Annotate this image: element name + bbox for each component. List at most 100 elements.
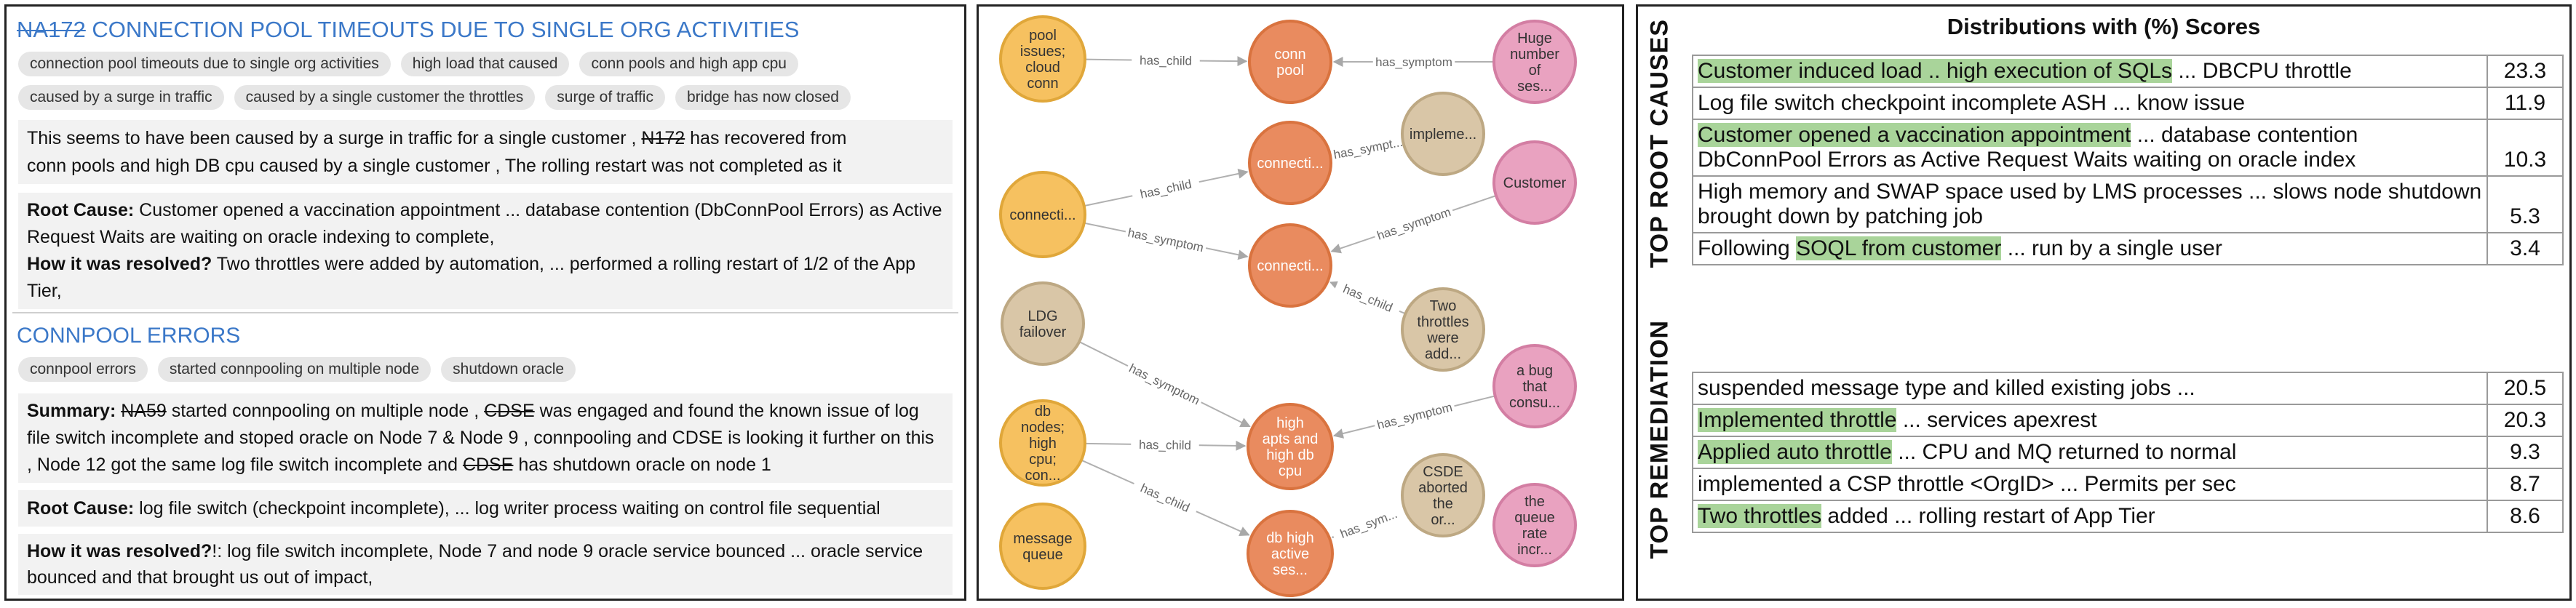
incident-1-tag[interactable]: caused by a surge in traffic (18, 85, 224, 110)
graph-node[interactable]: connecti... (999, 171, 1086, 258)
incident-1-tag[interactable]: connection pool timeouts due to single o… (18, 52, 391, 76)
redacted-id: NA59 (121, 401, 167, 421)
highlighted-phrase: Customer opened a vaccination appointmen… (1698, 123, 2131, 147)
remediation-text: Implemented throttle ... services apexre… (1692, 404, 2488, 437)
incident-1-tag[interactable]: conn pools and high app cpu (579, 52, 798, 76)
edge-label: has_sympt... (1322, 132, 1413, 164)
incident-1-title[interactable]: NA172 CONNECTION POOL TIMEOUTS DUE TO SI… (17, 17, 800, 42)
svg-text:has_sympt...: has_sympt... (1332, 135, 1404, 162)
root-cause-text: Customer opened a vaccination appointmen… (1692, 119, 2488, 177)
remediation-label: TOP REMEDIATION (1645, 319, 1674, 559)
svg-text:has_child: has_child (1139, 438, 1191, 452)
redacted-name: CDSE (462, 455, 514, 475)
incident-2-resolution: How it was resolved?!: log file switch i… (18, 534, 953, 595)
root-causes-label: TOP ROOT CAUSES (1645, 19, 1674, 268)
root-cause-row: Log file switch checkpoint incomplete AS… (1692, 87, 2564, 120)
svg-text:has_symptom: has_symptom (1375, 400, 1453, 432)
highlighted-phrase: Customer induced load .. high execution … (1698, 59, 2173, 83)
remediation-row: implemented a CSP throttle <OrgID> ... P… (1692, 468, 2564, 501)
root-cause-row: Customer induced load .. high execution … (1692, 55, 2564, 88)
highlighted-phrase: Implemented throttle (1698, 408, 1897, 432)
knowledge-graph-panel: has_child has_symptom has_sympt... has_chil… (977, 4, 1624, 601)
remediation-score: 20.3 (2486, 404, 2564, 437)
root-causes-table: Customer induced load .. high execution … (1692, 55, 2564, 265)
svg-text:has_symptom: has_symptom (1126, 225, 1204, 255)
root-cause-score: 3.4 (2486, 232, 2564, 265)
root-cause-score: 11.9 (2486, 87, 2564, 120)
highlighted-phrase: Two throttles (1698, 504, 1822, 528)
edge-label: has_symptom (1372, 398, 1457, 433)
incident-1-tag[interactable]: high load that caused (400, 52, 570, 76)
remediation-score: 20.5 (2486, 372, 2564, 405)
root-cause-text: High memory and SWAP space used by LMS p… (1692, 175, 2488, 233)
remediation-row: Implemented throttle ... services apexre… (1692, 404, 2564, 437)
root-cause-score: 10.3 (2486, 119, 2564, 177)
incident-2-root-cause: Root Cause: log file switch (checkpoint … (18, 490, 953, 527)
incident-1-tag[interactable]: caused by a single customer the throttle… (234, 85, 536, 110)
edge-label: has_symptom (1372, 54, 1455, 70)
graph-node[interactable]: Customer (1492, 140, 1577, 225)
edge-label: has_child (1131, 476, 1200, 519)
root-cause-row: Following SOQL from customer ... run by … (1692, 232, 2564, 265)
root-cause-text: Log file switch checkpoint incomplete AS… (1692, 87, 2488, 120)
remediation-score: 8.6 (2486, 500, 2564, 533)
root-cause-score: 23.3 (2486, 55, 2564, 88)
incident-2-tag[interactable]: started connpooling on multiple node (157, 357, 432, 382)
edge-label: has_sym... (1330, 503, 1407, 545)
remediation-score: 8.7 (2486, 468, 2564, 501)
edge-label: has_child (1131, 436, 1199, 454)
graph-node[interactable]: connecti... (1248, 223, 1332, 308)
incident-1-summary: This seems to have been caused by a surg… (18, 120, 953, 184)
incident-1-tag[interactable]: bridge has now closed (675, 85, 851, 110)
incident-1-details: Root Cause: Customer opened a vaccinatio… (18, 193, 953, 309)
graph-node[interactable]: connecti... (1248, 121, 1332, 205)
edge-label: has_child (1333, 277, 1403, 319)
node-label: connecti... (1009, 207, 1076, 223)
divider (12, 312, 958, 313)
incident-2-title[interactable]: CONNPOOL ERRORS (17, 324, 241, 348)
svg-text:has_symptom: has_symptom (1375, 55, 1452, 69)
edge-label: has_symptom (1124, 359, 1205, 410)
highlighted-phrase: SOQL from customer (1796, 236, 2002, 260)
remediation-text: Applied auto throttle ... CPU and MQ ret… (1692, 436, 2488, 469)
remediation-text: implemented a CSP throttle <OrgID> ... P… (1692, 468, 2488, 501)
redacted-id: N172 (641, 128, 685, 148)
remediation-text: suspended message type and killed existi… (1692, 372, 2488, 405)
edge-label: has_child (1132, 52, 1200, 69)
incident-2-tag[interactable]: connpool errors (18, 357, 148, 382)
incident-1-tag[interactable]: surge of traffic (545, 85, 665, 110)
graph-node[interactable]: impleme... (1401, 92, 1485, 176)
node-label: impleme... (1410, 127, 1476, 143)
remediation-row: suspended message type and killed existi… (1692, 372, 2564, 405)
distributions-panel: Distributions with (%) Scores TOP ROOT C… (1636, 4, 2572, 601)
incident-1-id: NA172 (17, 17, 86, 42)
knowledge-graph[interactable]: has_child has_symptom has_sympt... has_chil… (979, 7, 1622, 599)
svg-text:has_symptom: has_symptom (1375, 205, 1452, 243)
incident-2-tag[interactable]: shutdown oracle (441, 357, 576, 382)
edge-label: has_symptom (1372, 202, 1455, 244)
redacted-name: CDSE (484, 401, 535, 421)
incident-1-tags: connection pool timeouts due to single o… (18, 52, 950, 110)
incident-1-root-cause: Root Cause: Customer opened a vaccinatio… (27, 200, 942, 247)
svg-text:has_child: has_child (1140, 54, 1192, 68)
